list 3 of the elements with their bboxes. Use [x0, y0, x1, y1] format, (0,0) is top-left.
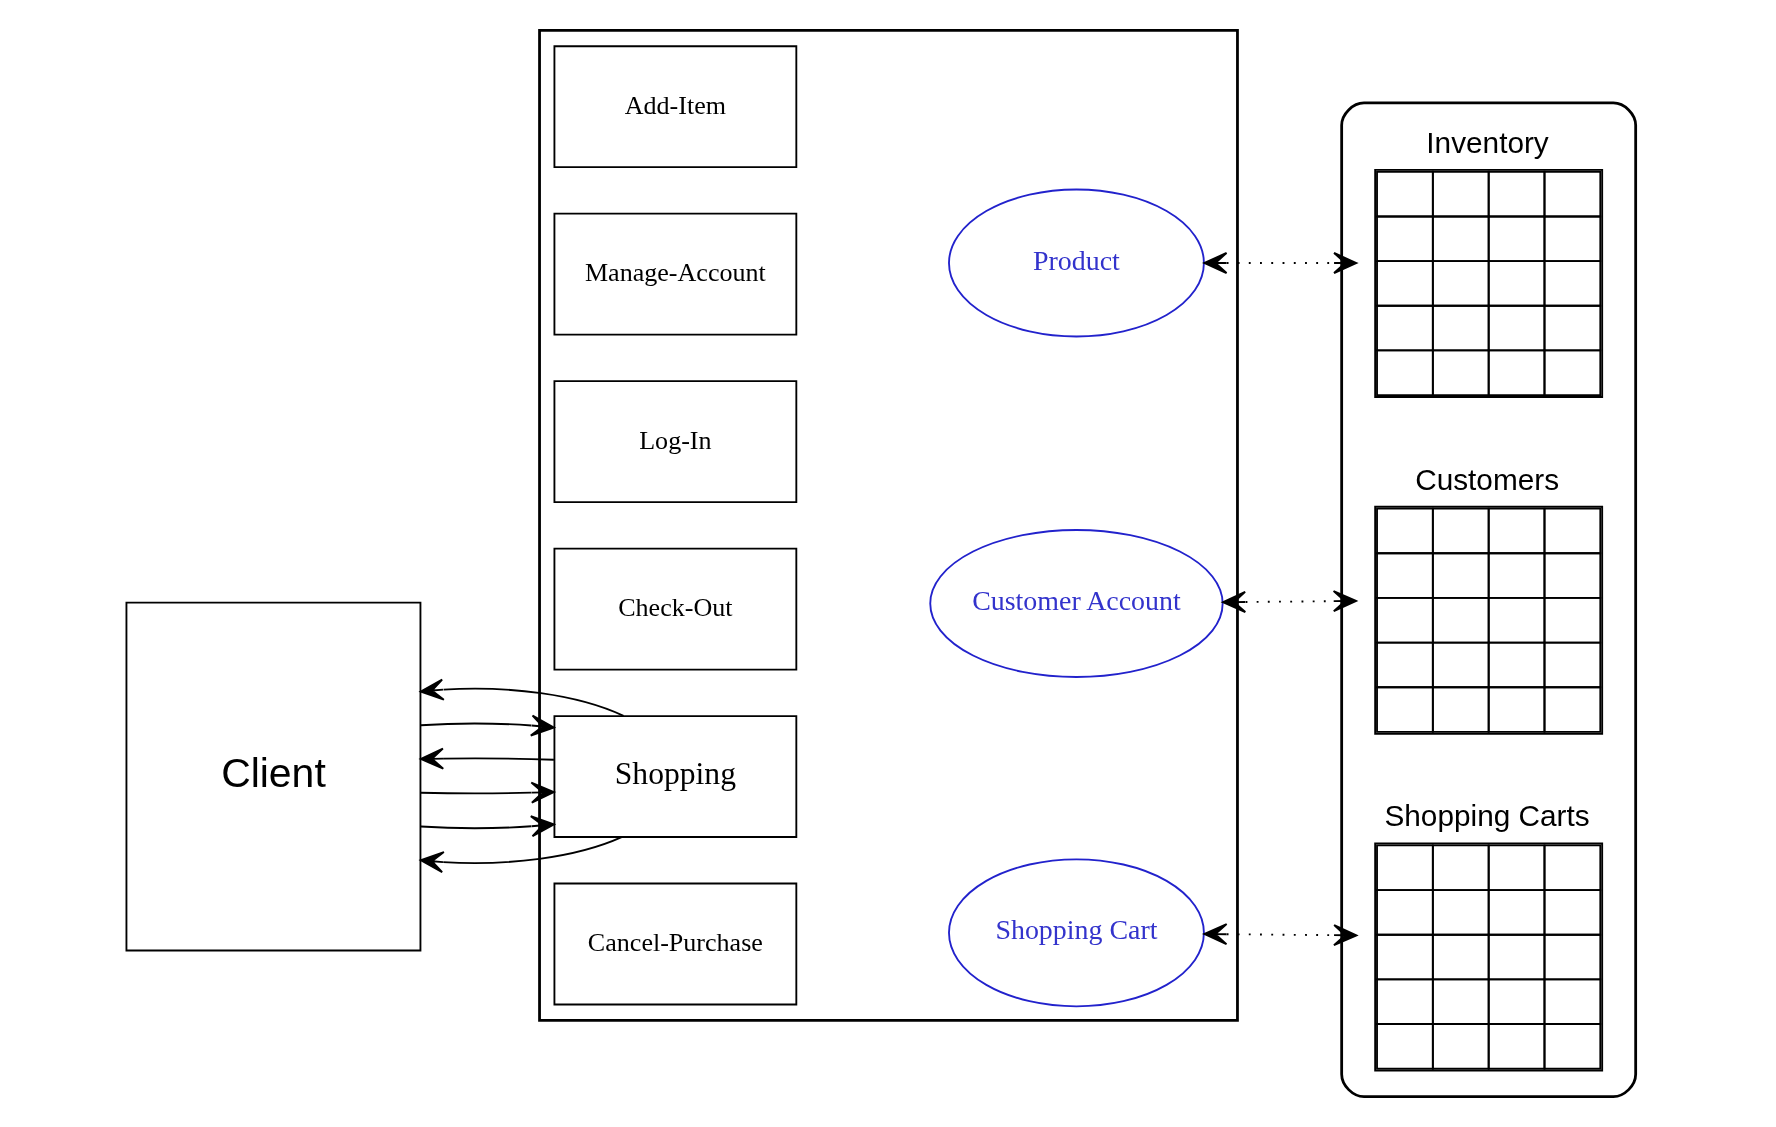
node-label: Customers: [1414, 462, 1559, 496]
node-label: Shopping Carts: [1383, 799, 1590, 833]
node-label: Inventory: [1425, 125, 1549, 159]
